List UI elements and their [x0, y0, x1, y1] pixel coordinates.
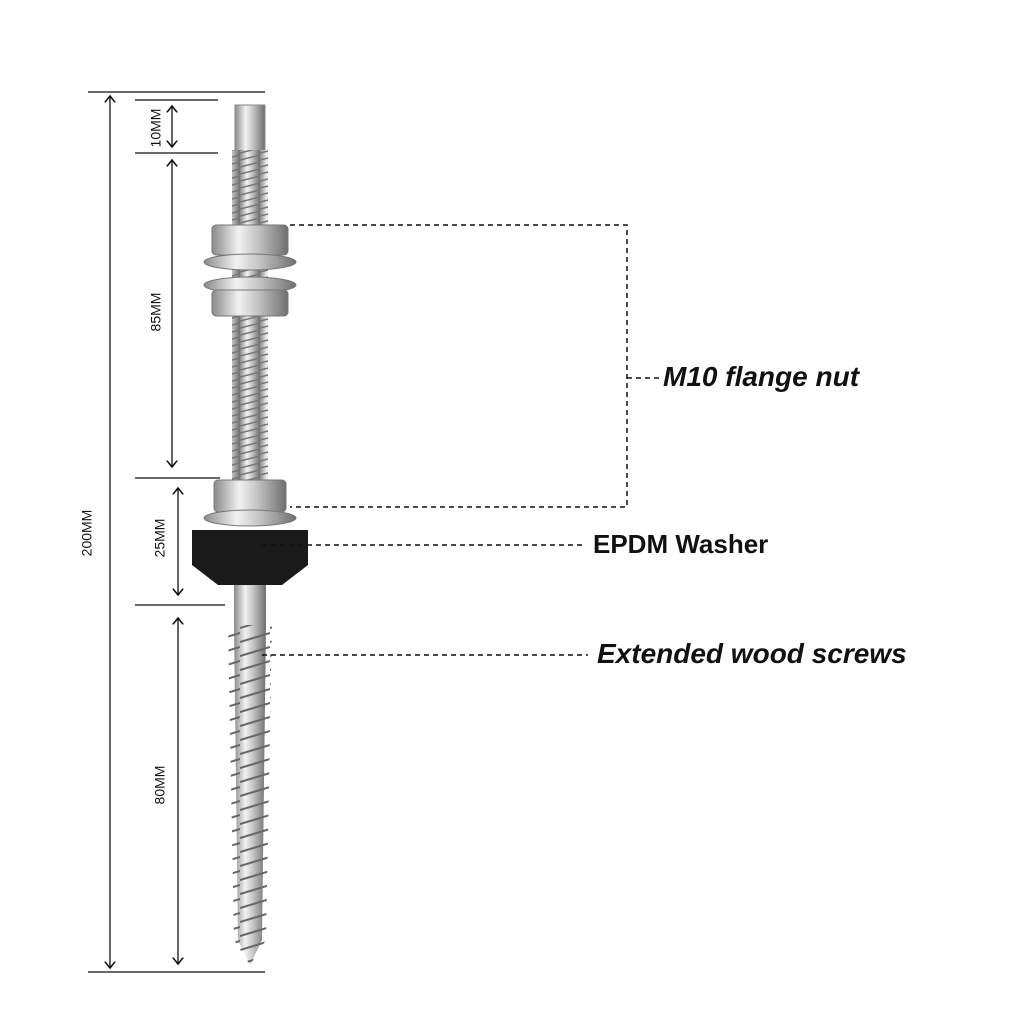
dim-head-label: 10MM [147, 108, 164, 148]
screw-shank [234, 585, 266, 625]
flange-nut-label: M10 flange nut [663, 361, 860, 392]
flange-nut-bottom [211, 289, 289, 317]
bolt-hex-tip [234, 104, 266, 154]
wood-screw-thread [228, 625, 272, 965]
dim-thread-label: 85MM [147, 292, 164, 332]
wood-screw-label: Extended wood screws [597, 638, 907, 669]
dim-total-label: 200MM [78, 509, 95, 557]
flange-nut-top [211, 224, 289, 256]
steel-washer [203, 509, 297, 527]
epdm-washer [192, 530, 308, 585]
washer-top [203, 253, 297, 271]
hanger-bolt [192, 104, 308, 965]
dim-washer-label: 25MM [151, 518, 168, 558]
dim-screw-label: 80MM [151, 765, 168, 805]
epdm-washer-label: EPDM Washer [593, 529, 769, 559]
callout-leaders [262, 224, 660, 656]
dimension-lines [88, 91, 265, 973]
flange-nut-lower [213, 479, 287, 513]
